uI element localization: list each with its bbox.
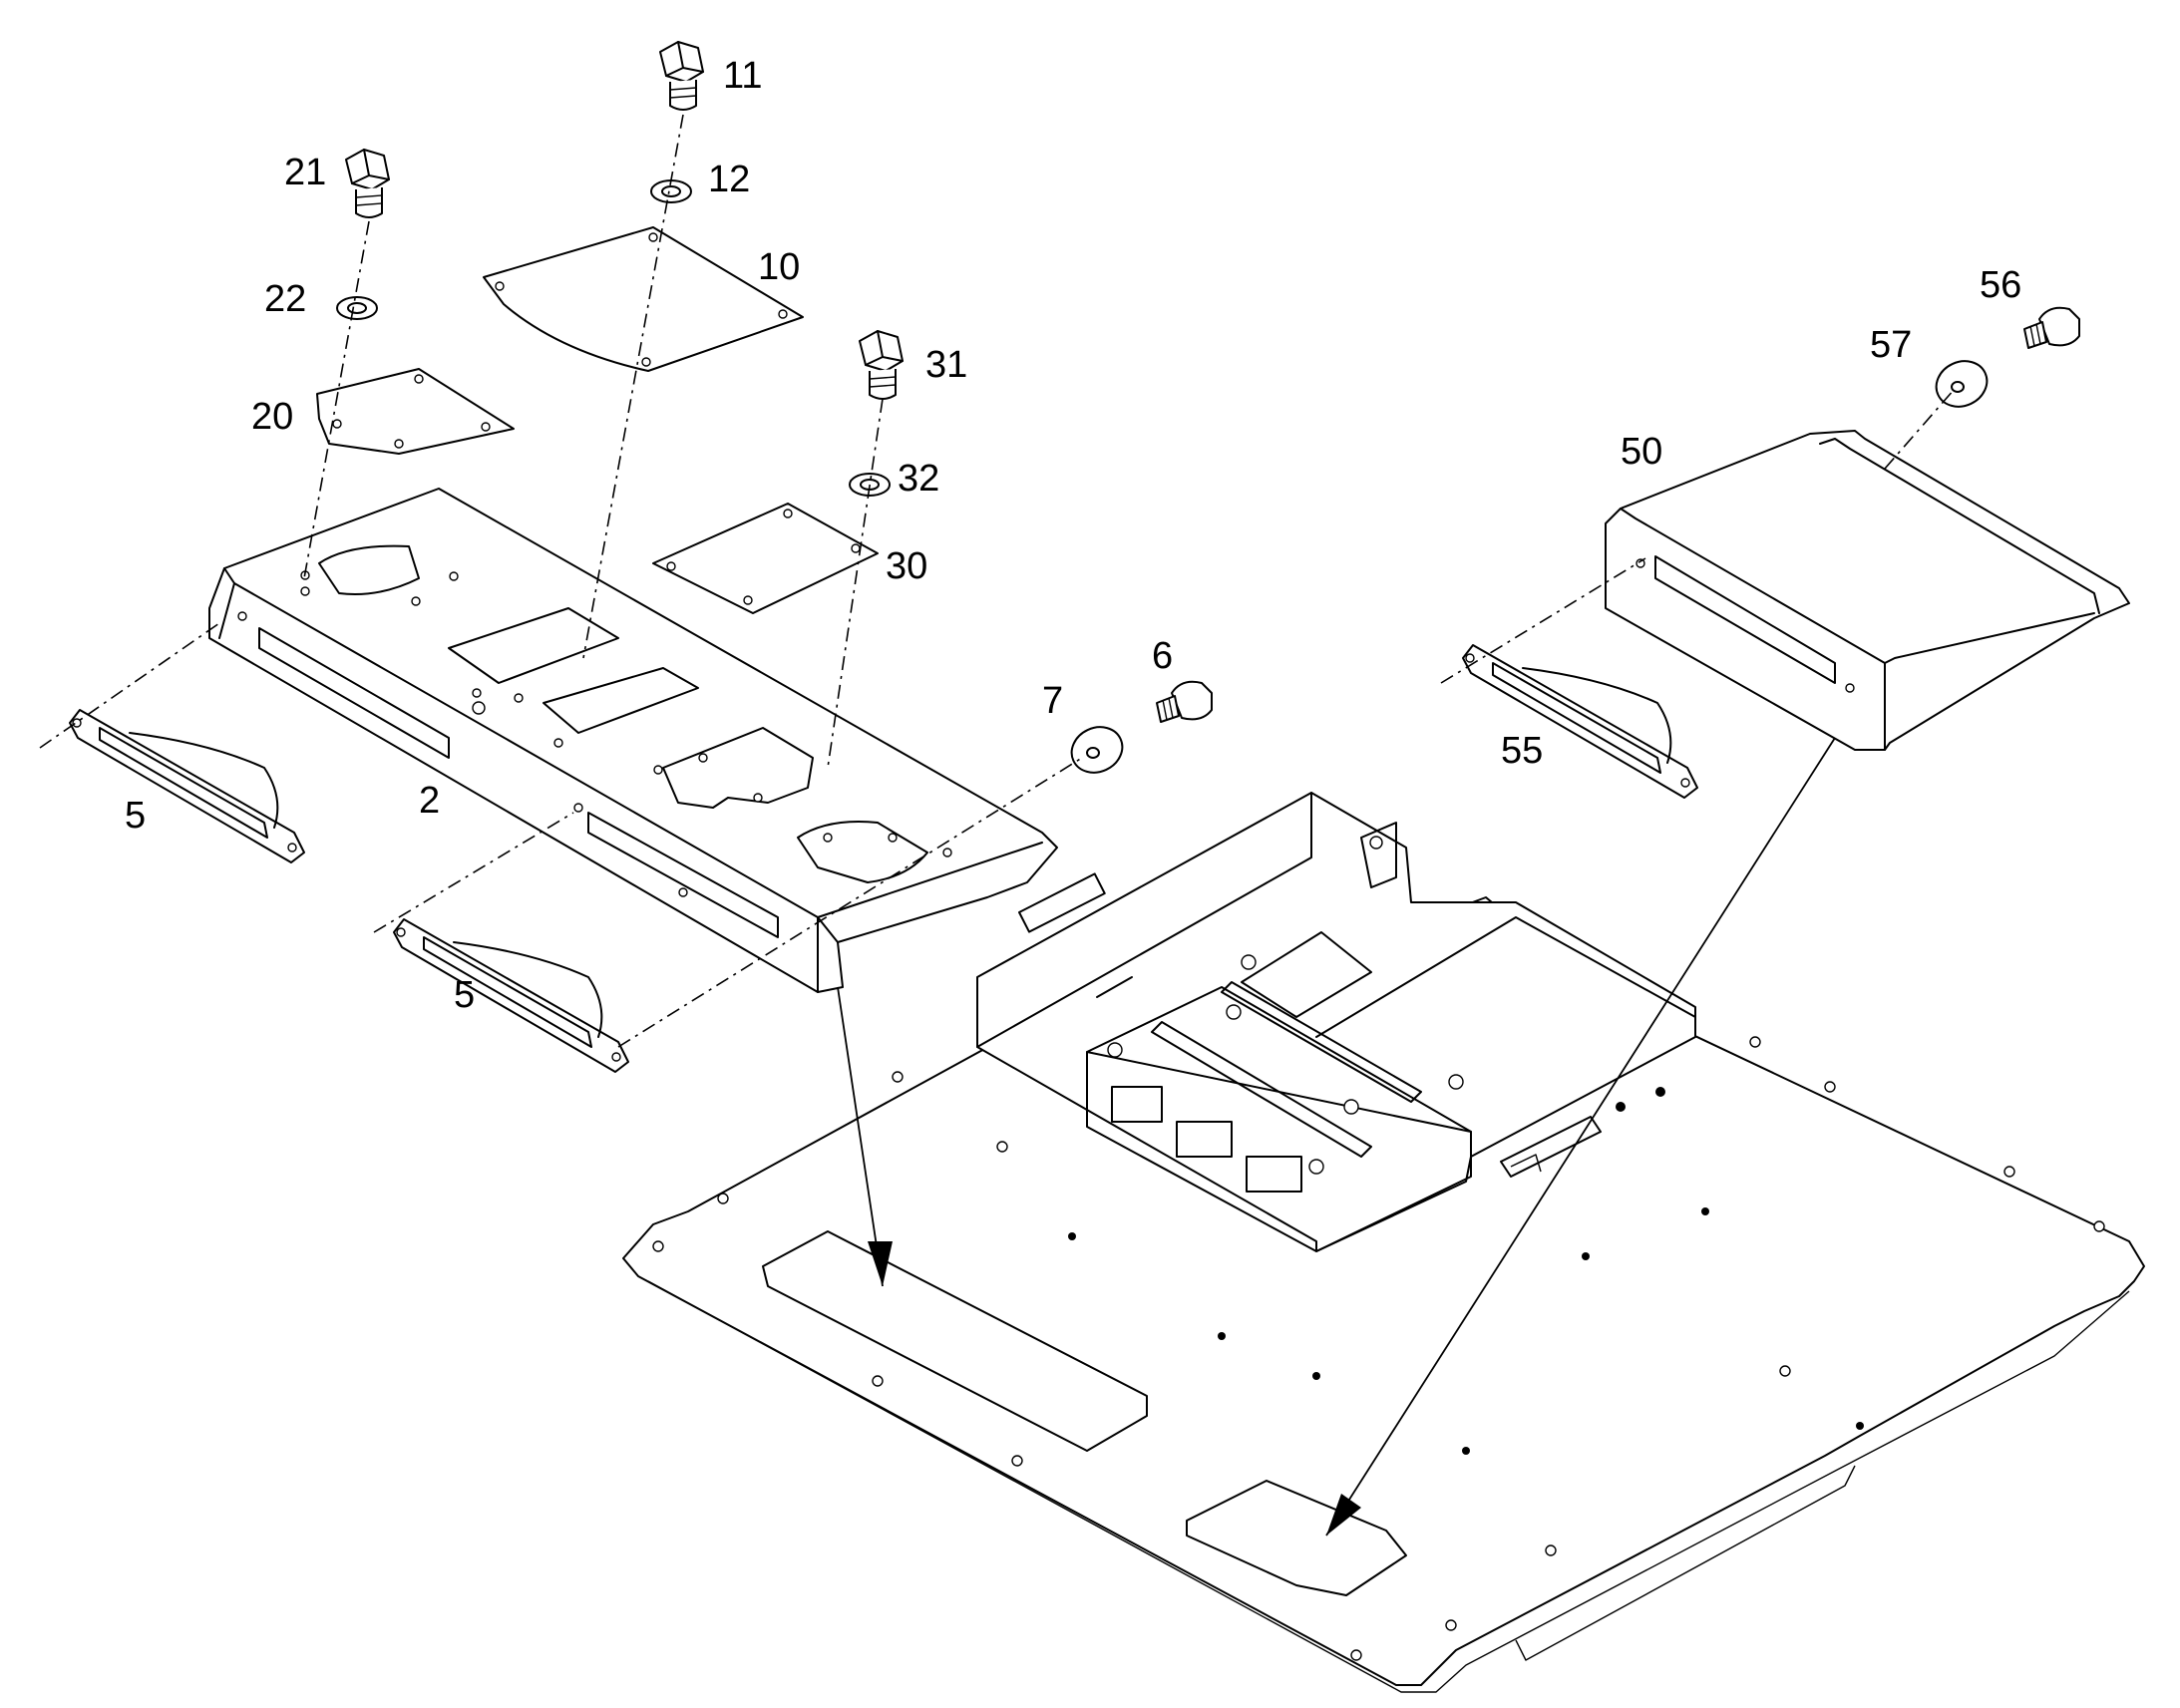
part-10-cover-plate xyxy=(483,226,804,372)
callout-6: 6 xyxy=(1152,635,1173,677)
callout-30: 30 xyxy=(886,545,927,587)
callout-11: 11 xyxy=(723,55,762,97)
callout-2: 2 xyxy=(419,780,440,822)
plate-cutout-right xyxy=(1186,1480,1407,1596)
frame-window xyxy=(1018,872,1106,933)
housing-opening-4 xyxy=(662,727,814,809)
callout-5a: 5 xyxy=(125,795,146,837)
part-55-grille-right xyxy=(1462,644,1698,799)
housing-opening-3 xyxy=(543,667,699,734)
housing-side-slot-2 xyxy=(587,812,779,938)
part-50-slot xyxy=(1654,555,1836,684)
frame-opening-1 xyxy=(1111,1086,1163,1123)
callout-21: 21 xyxy=(284,152,326,193)
callout-57: 57 xyxy=(1870,324,1912,366)
part-2-housing xyxy=(208,488,1058,993)
part-31-bolt xyxy=(859,330,904,400)
callout-10: 10 xyxy=(758,246,800,288)
part-21-bolt xyxy=(345,149,390,218)
plate-cutout-left xyxy=(762,1230,1148,1452)
plate-slot xyxy=(1500,1116,1602,1178)
frame-assembly xyxy=(976,792,1696,1252)
callout-12: 12 xyxy=(708,159,750,200)
housing-opening-2 xyxy=(448,607,619,684)
part-5-grille-left xyxy=(69,709,305,863)
frame-opening-3 xyxy=(1246,1156,1302,1193)
callout-7: 7 xyxy=(1042,680,1063,722)
frame-opening-2 xyxy=(1176,1121,1233,1158)
callout-56: 56 xyxy=(1980,264,2021,306)
placement-arrows xyxy=(837,737,1836,1537)
housing-side-slot-1 xyxy=(258,627,450,759)
housing-opening-1 xyxy=(318,544,420,595)
part-6-screw xyxy=(1156,680,1213,723)
part-22-washer xyxy=(336,296,378,320)
part-20-cover-plate xyxy=(316,368,515,455)
callout-labels: 2 5 5 6 7 10 11 12 20 21 22 30 31 32 50 … xyxy=(125,55,2021,1016)
assembly-lines xyxy=(39,114,1956,1048)
part-30-cover-plate xyxy=(652,503,879,614)
part-32-washer xyxy=(849,473,891,497)
callout-5b: 5 xyxy=(454,974,475,1016)
callout-32: 32 xyxy=(898,458,939,500)
callout-20: 20 xyxy=(251,396,293,438)
callout-50: 50 xyxy=(1621,431,1662,473)
callout-22: 22 xyxy=(264,278,306,320)
part-11-bolt xyxy=(659,41,704,111)
callout-55: 55 xyxy=(1501,730,1543,772)
part-56-screw xyxy=(2023,306,2080,349)
callout-31: 31 xyxy=(925,344,967,386)
part-50-housing xyxy=(1605,430,2130,751)
housing-opening-5 xyxy=(797,821,928,883)
part-5-grille-center xyxy=(393,918,629,1073)
